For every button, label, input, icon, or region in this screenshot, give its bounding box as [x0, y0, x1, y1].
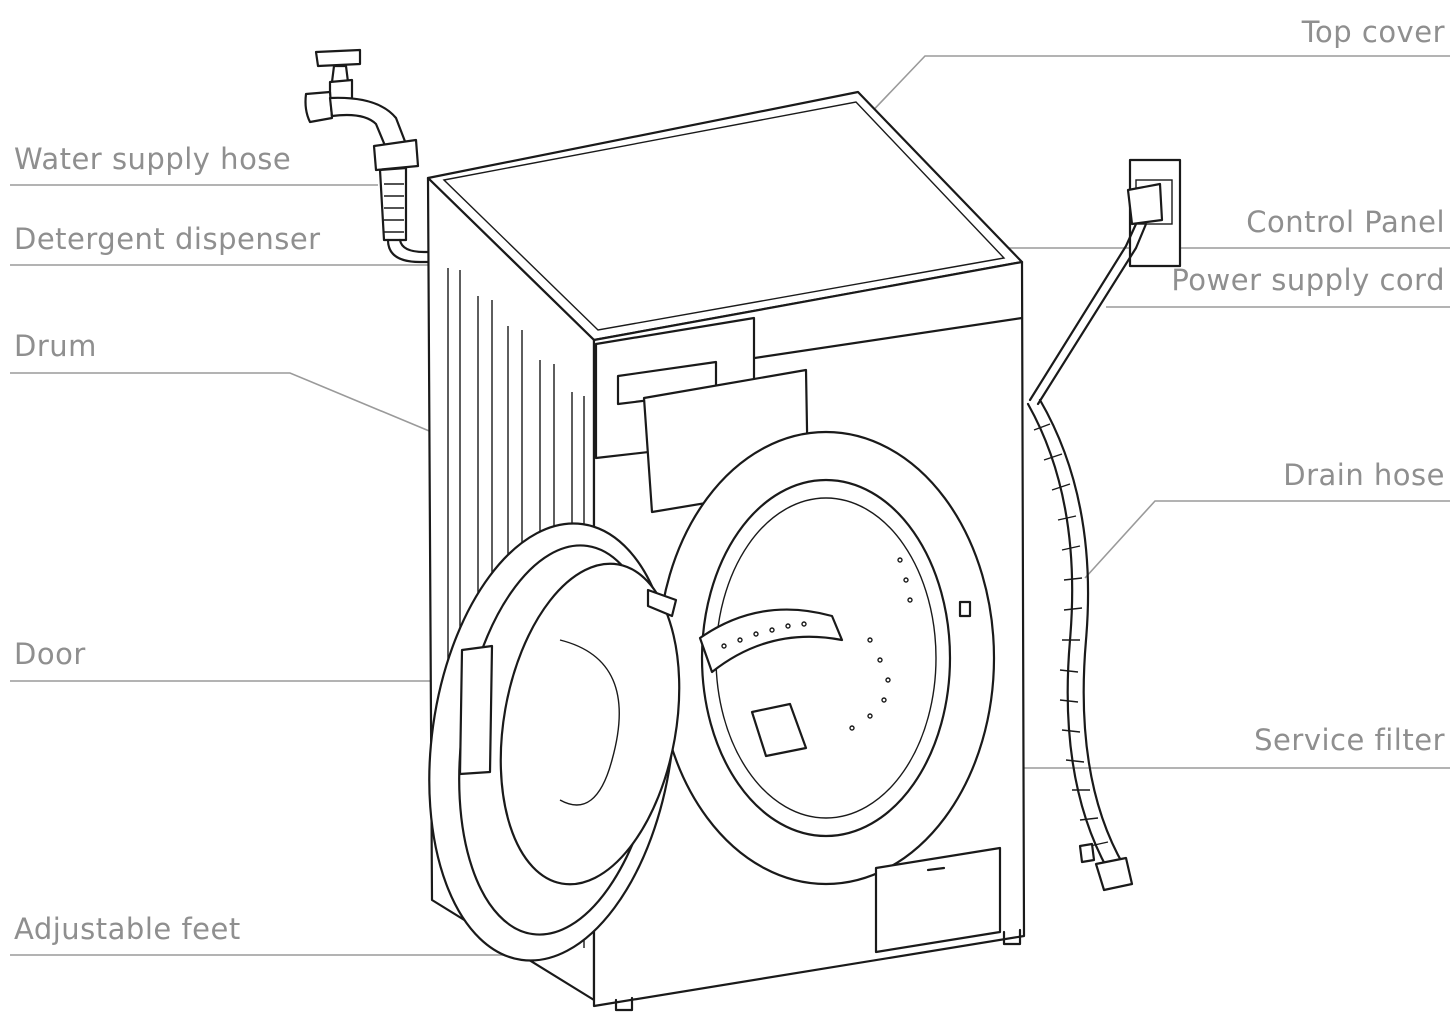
- label-detergent-dispenser: Detergent dispenser: [14, 222, 321, 256]
- label-drain-hose: Drain hose: [1283, 458, 1445, 492]
- label-drum: Drum: [14, 329, 97, 363]
- faucet-drawing: [304, 48, 448, 264]
- label-service-filter: Service filter: [1254, 723, 1445, 757]
- leader-top-cover: [841, 55, 1450, 144]
- label-water-supply-hose: Water supply hose: [14, 142, 292, 176]
- label-control-panel: Control Panel: [1246, 205, 1445, 239]
- door-drawing: [428, 522, 681, 962]
- drum-drawing: [656, 430, 996, 886]
- label-door: Door: [14, 637, 86, 671]
- label-power-supply-cord: Power supply cord: [1171, 263, 1445, 297]
- label-adjustable-feet: Adjustable feet: [14, 912, 241, 946]
- service-filter-drawing: [874, 846, 1002, 954]
- label-top-cover: Top cover: [1301, 15, 1445, 49]
- socket-drawing: [1028, 158, 1182, 406]
- drain-hose-drawing: [1026, 398, 1134, 892]
- leader-drain-hose: [1084, 500, 1450, 579]
